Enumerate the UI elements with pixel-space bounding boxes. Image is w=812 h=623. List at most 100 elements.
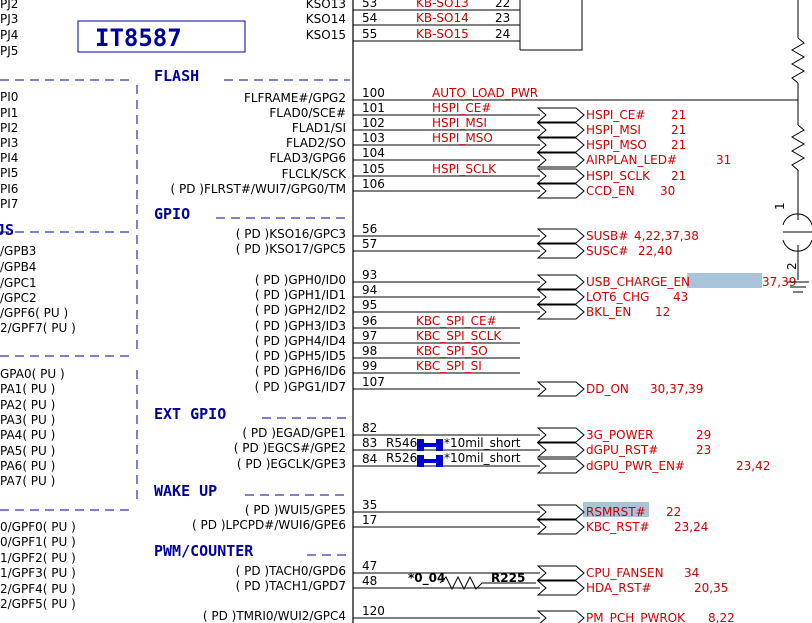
left-label: PA1( PU ) [0, 382, 55, 396]
highlight-usb-charge-en [687, 273, 762, 288]
pin-number: 104 [362, 146, 385, 160]
left-label: 2/GPF4( PU ) [0, 582, 76, 596]
net-label: KBC_SPI_SI [416, 359, 482, 373]
pin-label: ( PD )LPCPD#/WUI6/GPE6 [192, 518, 346, 532]
port-name: RSMRST# [586, 505, 646, 519]
pin-label: ( PD )EGAD/GPE1 [242, 426, 346, 440]
left-label: GPA0( PU ) [0, 367, 65, 381]
section-flash: FLASH [154, 67, 199, 85]
pin-label: ( PD )GPG1/ID7 [255, 380, 346, 394]
offpage-connector [536, 289, 585, 305]
left-label: /GPF6( PU ) [0, 306, 68, 320]
pin-label: ( PD )GPH0/ID0 [255, 273, 346, 287]
left-label: PA7( PU ) [0, 474, 55, 488]
left-label: PJ2 [0, 0, 18, 11]
page-refs: 23 [696, 443, 711, 457]
page-refs: 43 [673, 290, 688, 304]
left-label: PA5( PU ) [0, 444, 55, 458]
offpage-connector [536, 274, 585, 290]
port-name: HSPI_MSI [586, 123, 641, 137]
net-label: HSPI_SCLK [432, 162, 497, 176]
pin-label: ( PD )GPH2/ID2 [255, 303, 346, 317]
pin-number: 83 [362, 436, 377, 450]
pin-label: ( PD )GPH5/ID5 [255, 349, 346, 363]
net-label: KB-SO15 [416, 27, 469, 41]
left-label: PJ5 [0, 44, 18, 58]
offpage-connector [536, 442, 585, 458]
short-pad-r526 [417, 455, 443, 467]
page-refs: 21 [671, 169, 686, 183]
left-label: 2/GPF7( PU ) [0, 321, 76, 335]
port-name: HDA_RST# [586, 581, 652, 595]
offpage-connector [536, 168, 585, 184]
offpage-connector [536, 519, 585, 535]
net-label: KBC_SPI_SO [416, 344, 488, 358]
pin-label: ( PD )GPH4/ID4 [255, 334, 346, 348]
pin-label: FLAD2/SO [286, 136, 346, 150]
offpage-connector [536, 183, 585, 199]
section-wake-up: WAKE UP [154, 482, 217, 500]
title-box [77, 20, 246, 53]
page-refs: 4,22,37,38 [634, 229, 699, 243]
page-refs: 23,42 [736, 459, 770, 473]
pin-label: KSO13 [306, 0, 346, 11]
pin-number: 56 [362, 222, 377, 236]
page-refs: 12 [655, 305, 670, 319]
pin-label: ( PD )KSO16/GPC3 [236, 227, 346, 241]
right-components [782, 0, 812, 293]
chip-title: IT8587 [95, 24, 182, 52]
r225-value: *0_04 [408, 571, 445, 586]
port-name: dGPU_PWR_EN# [586, 459, 685, 473]
value-short2: *10mil_short [444, 451, 521, 465]
offpage-connector [536, 504, 585, 520]
net-label: KBC_SPI_CE# [416, 314, 497, 328]
pin-number: 55 [362, 27, 377, 41]
offpage-connector [536, 381, 585, 397]
pin-label: FLAD0/SCE# [269, 106, 346, 120]
offpage-connector [536, 107, 585, 123]
page-refs: 22,40 [638, 244, 672, 258]
port-name: CPU_FANSEN [586, 566, 664, 580]
pin-row: ( PD )EGCS#/GPE2 83 dGPU_RST# 23 [234, 436, 711, 458]
page-refs: 37,39 [762, 275, 796, 289]
port-name: BKL_EN [586, 305, 631, 319]
pin-number: 99 [362, 359, 377, 373]
pin-label: ( PD )FLRST#/WUI7/GPG0/TM [171, 182, 347, 196]
pin-number: 103 [362, 131, 385, 145]
section-pwm-counter: PWM/COUNTER [154, 542, 254, 560]
ref-r546: R546 [386, 436, 417, 450]
offpage-connector [536, 122, 585, 138]
section-gpio: GPIO [154, 205, 190, 223]
pin-number: 47 [362, 559, 377, 573]
page-refs: 29 [696, 428, 711, 442]
offpage-connector [536, 610, 585, 623]
left-label: PI4 [0, 151, 18, 165]
port-name: LOT6_CHG [586, 290, 649, 304]
r225-zigzag [439, 575, 536, 591]
page-refs: 8,22 [708, 611, 735, 623]
left-label: PI1 [0, 106, 18, 120]
port-name: dGPU_RST# [586, 443, 658, 457]
pin-number: 94 [362, 283, 377, 297]
pin-label: ( PD )EGCS#/GPE2 [234, 441, 346, 455]
pin-label: FLAD1/SI [292, 121, 346, 135]
left-column: PJ2PJ3PJ4PJ5PI0PI1PI2PI3PI4PI5PI6PI7JS/G… [0, 0, 76, 611]
pin-number: 35 [362, 498, 377, 512]
offpage-connector [536, 137, 585, 153]
port-name: USB_CHARGE_EN [586, 275, 690, 289]
port-name: AIRPLAN_LED# [586, 153, 677, 167]
section-ext-gpio: EXT GPIO [154, 405, 226, 423]
